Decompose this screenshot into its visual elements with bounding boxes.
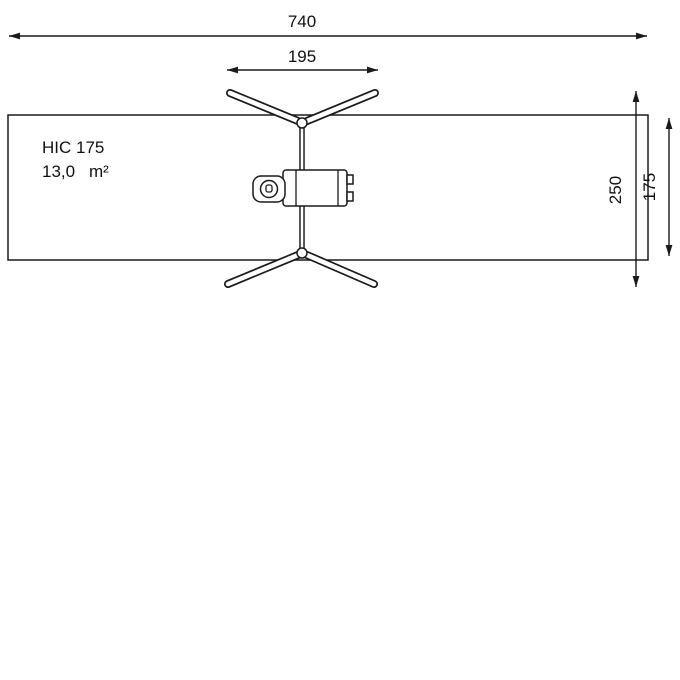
swing-frame (224, 89, 379, 288)
safety-area-labels: HIC 175 13,0 m² (42, 138, 109, 181)
swing-leg-top-left-fill (227, 90, 301, 124)
swing-joint-top (296, 117, 308, 129)
dimension-total-width: 740 (9, 12, 647, 40)
dimension-frame-width-label: 195 (288, 47, 316, 66)
seat-tab-top (346, 174, 354, 185)
swing-seat (252, 169, 354, 207)
dimension-total-depth: 250 (606, 91, 640, 287)
hic-label: HIC 175 (42, 138, 104, 157)
seat-buckle (265, 184, 273, 193)
dimension-frame-depth: 175 (640, 118, 673, 256)
dimension-frame-width: 195 (227, 47, 378, 74)
swing-joint-bottom (296, 247, 308, 259)
swing-leg-bottom-left-fill (225, 252, 301, 287)
dimension-total-depth-label: 250 (606, 176, 625, 204)
dimension-total-width-label: 740 (288, 12, 316, 31)
dimension-frame-depth-label: 175 (640, 173, 659, 201)
area-value-label: 13,0 (42, 162, 75, 181)
seat-occupant-head (259, 179, 279, 199)
area-unit-label: m² (89, 162, 109, 181)
swing-leg-top-right-fill (304, 90, 378, 124)
seat-tab-bottom (346, 191, 354, 202)
swing-leg-bottom-right-fill (304, 252, 377, 287)
